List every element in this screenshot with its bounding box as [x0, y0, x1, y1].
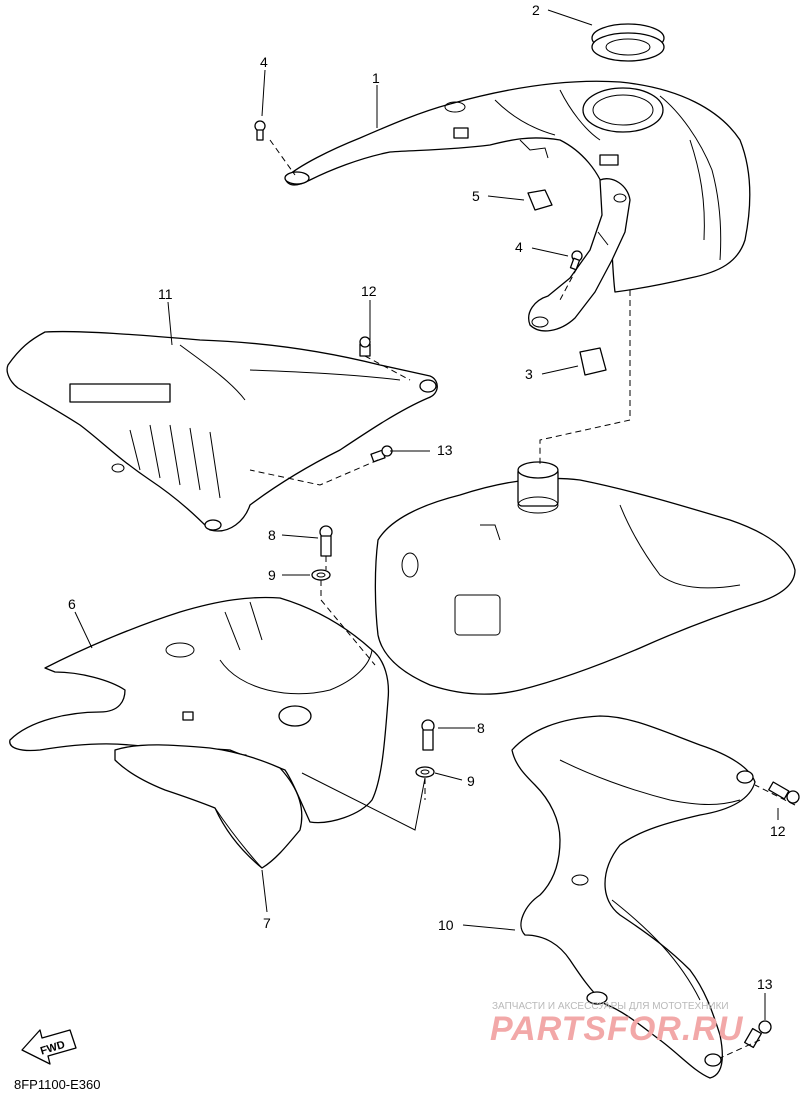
- assembly-lines: [249, 139, 796, 1059]
- callout-9b: 9: [467, 773, 475, 789]
- part-11-side-cover-left: [6, 330, 438, 532]
- callout-6: 6: [68, 596, 76, 612]
- watermark: ЗАПЧАСТИ И АКСЕССУАРЫ ДЛЯ МОТОТЕХНИКИ PA…: [490, 1001, 744, 1048]
- callout-12b: 12: [770, 823, 786, 839]
- part-6-lower-cover: [9, 596, 390, 824]
- part-9-washer-b: [415, 766, 435, 778]
- part-1-tank-cover: [284, 80, 751, 293]
- part-2-grommet: [591, 23, 665, 62]
- leader-lines: [74, 9, 779, 1020]
- part-4-screw-b: [569, 250, 583, 271]
- part-7-lower-panel: [114, 744, 303, 869]
- callout-8a: 8: [268, 527, 276, 543]
- callout-2: 2: [532, 2, 540, 18]
- part-10-side-cover-right: [511, 715, 756, 1079]
- fuel-tank-outline: [374, 461, 796, 695]
- diagram-code: 8FP1100-E360: [14, 1077, 101, 1092]
- part-12-bolt-b: [768, 781, 800, 804]
- part-9-washer-a: [311, 569, 331, 581]
- part-3-clip: [579, 347, 607, 376]
- watermark-logo-text: PARTSFOR.RU: [490, 1010, 744, 1048]
- part-13-bolt-b: [744, 1020, 772, 1049]
- part-12-bolt-a: [359, 336, 371, 357]
- callout-10: 10: [438, 917, 454, 933]
- callout-5: 5: [472, 188, 480, 204]
- part-4-screw-a: [254, 120, 266, 141]
- callout-13b: 13: [757, 976, 773, 992]
- callout-9a: 9: [268, 567, 276, 583]
- callout-13a: 13: [437, 442, 453, 458]
- part-8-bolt-a: [319, 525, 333, 557]
- callout-3: 3: [525, 366, 533, 382]
- callouts: 2 1 4 5 4 3 11 12 13 8 9 6 8 9 7 10 12 1…: [68, 2, 786, 992]
- part-5-clip: [527, 189, 553, 211]
- part-bracket-right: [528, 178, 631, 332]
- callout-4a: 4: [260, 54, 268, 70]
- callout-7: 7: [263, 915, 271, 931]
- callout-12a: 12: [361, 283, 377, 299]
- callout-4b: 4: [515, 239, 523, 255]
- callout-11: 11: [158, 286, 173, 302]
- callout-1: 1: [372, 70, 380, 86]
- watermark-tagline: ЗАПЧАСТИ И АКСЕССУАРЫ ДЛЯ МОТОТЕХНИКИ: [492, 1001, 729, 1012]
- fwd-arrow-icon: FWD: [21, 1029, 77, 1065]
- part-13-bolt-a: [370, 445, 393, 463]
- callout-8b: 8: [477, 720, 485, 736]
- part-8-bolt-b: [421, 719, 435, 751]
